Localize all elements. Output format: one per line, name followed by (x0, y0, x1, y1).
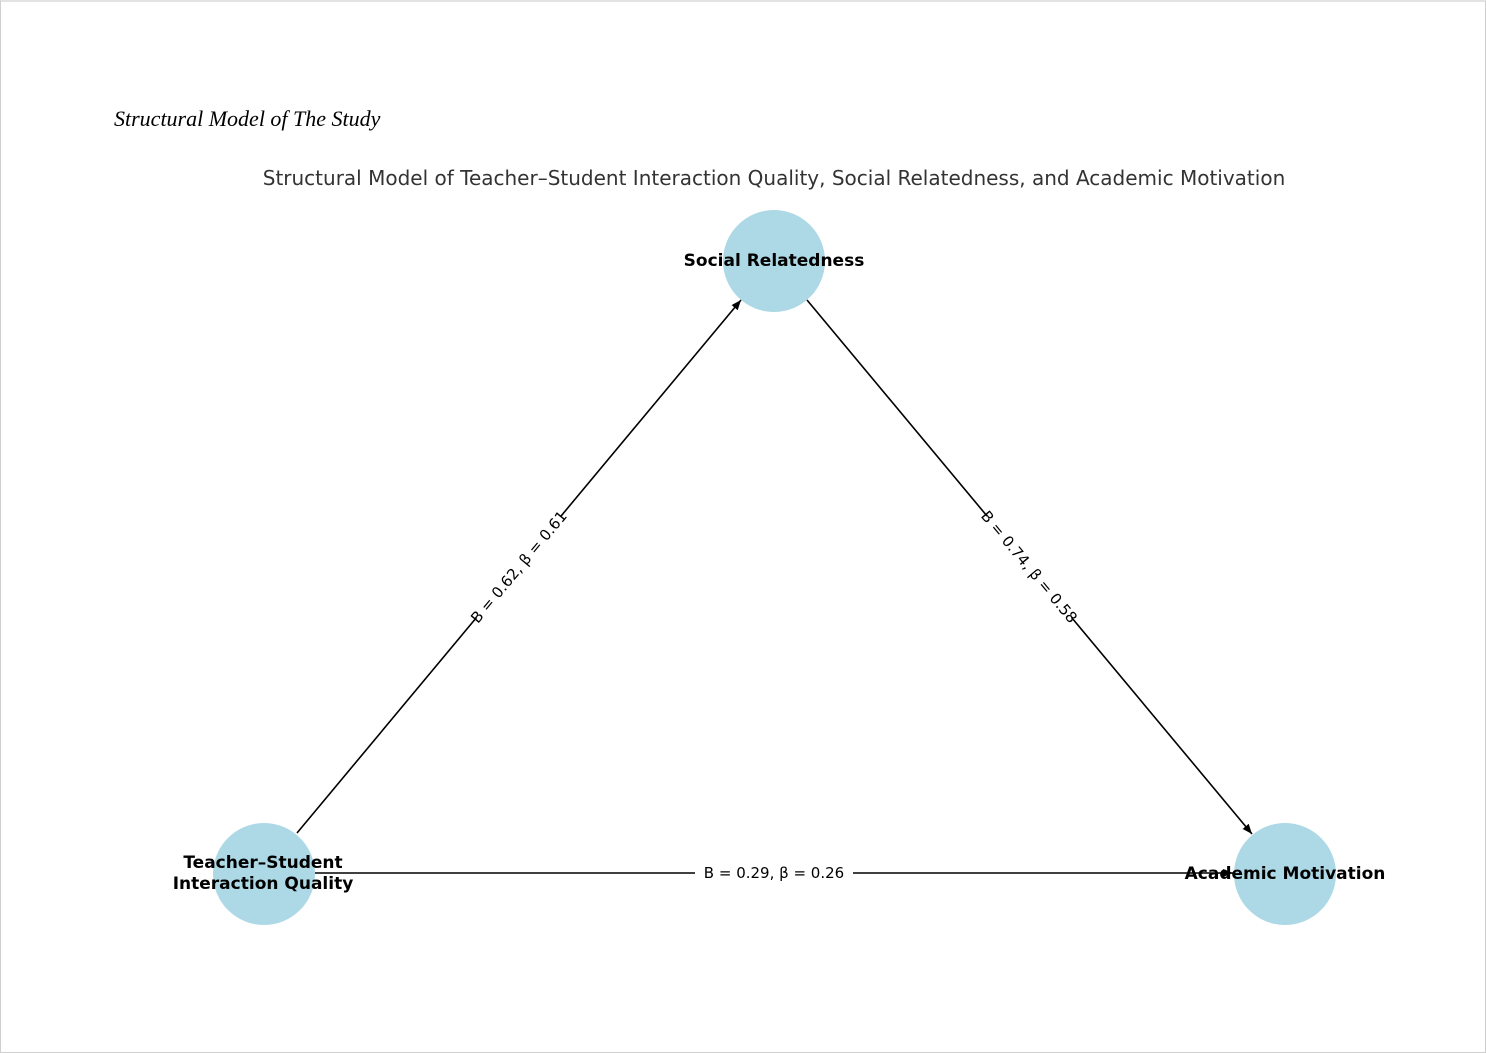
edge-label-text: B = 0.74, β = 0.58 (977, 507, 1081, 626)
edge-label-text: B = 0.29, β = 0.26 (704, 864, 844, 882)
node-social-relatedness (723, 210, 825, 312)
node-academic-motivation (1234, 823, 1336, 925)
node-label-academic-motivation: Academic Motivation (1185, 864, 1386, 884)
edge-label-relatedness-to-motivation: B = 0.74, β = 0.58 (977, 507, 1081, 626)
edge-label-quality-to-relatedness: B = 0.62, β = 0.61 (467, 507, 571, 626)
node-label-interaction-quality-line1: Teacher–Student (183, 853, 342, 873)
edge-label-text: B = 0.62, β = 0.61 (467, 507, 571, 626)
diagram-title: Structural Model of Teacher–Student Inte… (262, 166, 1286, 190)
edge-label-quality-to-motivation: B = 0.29, β = 0.26 (695, 862, 853, 884)
figure-caption: Structural Model of The Study (114, 106, 381, 131)
node-interaction-quality (213, 823, 315, 925)
node-label-social-relatedness: Social Relatedness (684, 251, 865, 271)
node-label-interaction-quality-line2: Interaction Quality (173, 874, 354, 894)
